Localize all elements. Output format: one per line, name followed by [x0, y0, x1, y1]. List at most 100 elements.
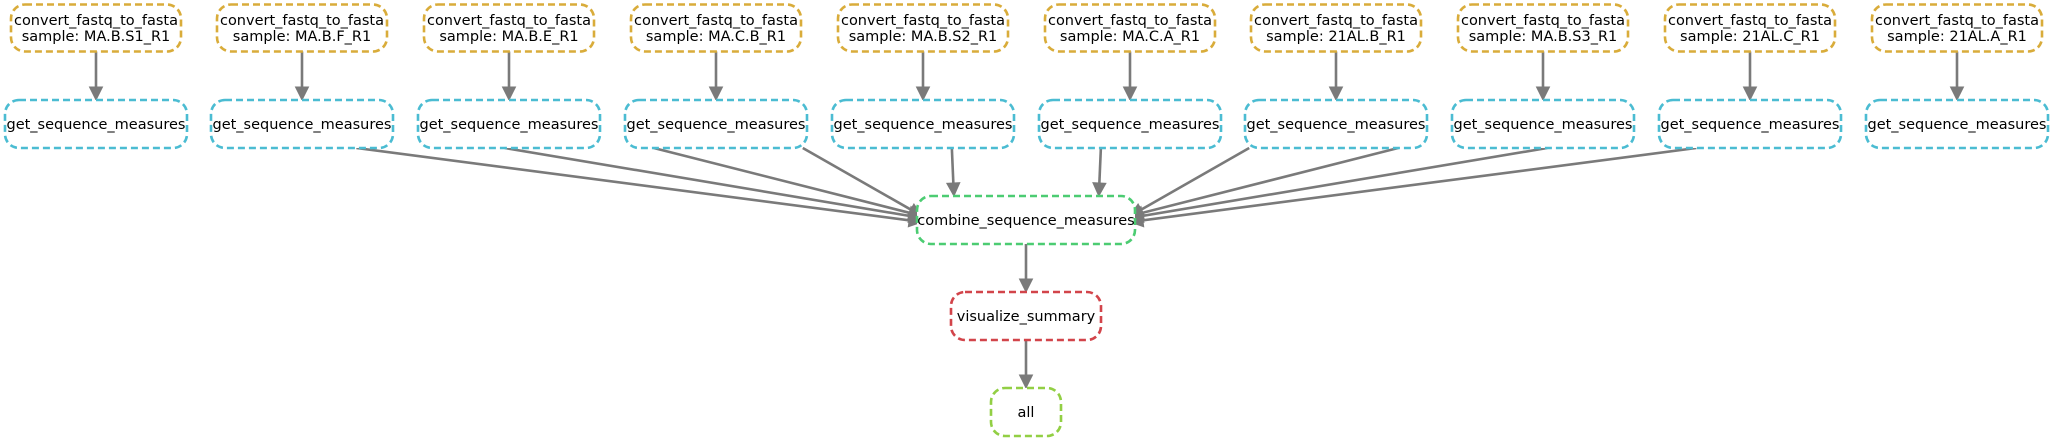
combine-node-box [915, 194, 1137, 246]
convert-node-9-rule: convert_fastq_to_fasta [1668, 13, 1832, 29]
convert-node-4-rule: convert_fastq_to_fasta [634, 13, 798, 29]
edge-measure-2-to-combine [504, 146, 924, 224]
convert-node-8-rule: convert_fastq_to_fasta [1461, 13, 1625, 29]
all-node-rule: all [1018, 405, 1035, 421]
measure-node-7: get_sequence_measures [1243, 98, 1429, 150]
measure-node-3-box [416, 98, 602, 150]
measure-node-3: get_sequence_measures [416, 98, 602, 150]
convert-node-10-sample: sample: 21AL.A_R1 [1887, 29, 2027, 45]
measure-node-8-rule: get_sequence_measures [1454, 117, 1633, 133]
edge-convert-8-to-measure [1535, 51, 1551, 102]
arrowhead-icon [1949, 86, 1965, 102]
arrowhead-icon [915, 86, 931, 102]
convert-node-8-sample: sample: MA.B.S3_R1 [1469, 29, 1618, 45]
all-node: all [989, 386, 1063, 438]
convert-node-3-sample: sample: MA.B.E_R1 [439, 29, 578, 45]
edge-measure-8-to-combine [1128, 146, 1399, 220]
arrowhead-icon [294, 86, 310, 102]
measure-node-9-rule: get_sequence_measures [1661, 117, 1840, 133]
edge-convert-6-to-measure [1122, 51, 1138, 102]
measure-node-8: get_sequence_measures [1450, 98, 1636, 150]
edge-measure-1-to-combine [356, 146, 924, 228]
edge-measure-7-to-combine [1129, 146, 1250, 217]
edge-convert-9-to-measure [1742, 51, 1758, 102]
convert-node-1-box [9, 3, 183, 53]
edge-measure-10-to-combine [1128, 146, 1697, 228]
convert-node-2-sample: sample: MA.B.F_R1 [233, 29, 371, 45]
arrowhead-icon [1122, 86, 1138, 102]
measure-node-4-rule: get_sequence_measures [627, 117, 806, 133]
measure-node-5: get_sequence_measures [830, 98, 1016, 150]
arrowhead-icon [1092, 182, 1107, 198]
arrowhead-icon [1742, 86, 1758, 102]
convert-node-4-sample: sample: MA.C.B_R1 [646, 29, 786, 45]
measure-node-5-rule: get_sequence_measures [834, 117, 1013, 133]
measure-node-1-box [3, 98, 189, 150]
measure-node-5-box [830, 98, 1016, 150]
edge-convert-5-to-measure [915, 51, 931, 102]
edge-measure-3-to-combine-line [653, 146, 910, 215]
edge-measure-7-to-combine-line [1140, 146, 1250, 211]
convert-node-1-rule: convert_fastq_to_fasta [14, 13, 178, 29]
edge-convert-2-to-measure [294, 51, 310, 102]
convert-node-10-box [1870, 3, 2044, 53]
convert-node-7-rule: convert_fastq_to_fasta [1254, 13, 1418, 29]
measure-node-3-rule: get_sequence_measures [420, 117, 599, 133]
convert-node-4-box [629, 3, 803, 53]
edge-measure-6-to-combine [1092, 147, 1107, 198]
measure-node-10-rule: get_sequence_measures [1868, 117, 2047, 133]
arrowhead-icon [945, 182, 961, 198]
convert-node-9-box [1663, 3, 1837, 53]
measure-node-7-box [1243, 98, 1429, 150]
measure-node-4-box [623, 98, 809, 150]
visualize-node-rule: visualize_summary [957, 309, 1096, 325]
measure-node-8-box [1450, 98, 1636, 150]
combine-node: combine_sequence_measures [915, 194, 1137, 246]
edge-measure-4-to-combine-line [802, 146, 912, 211]
convert-node-2-rule: convert_fastq_to_fasta [220, 13, 384, 29]
arrowhead-icon [708, 86, 724, 102]
measure-node-10: get_sequence_measures [1864, 98, 2050, 150]
edge-measure-1-to-combine-line [356, 146, 910, 222]
measure-node-1: get_sequence_measures [3, 98, 189, 150]
edge-visualize-to-all [1018, 340, 1034, 390]
measure-node-6-rule: get_sequence_measures [1041, 117, 1220, 133]
edge-convert-4-to-measure [708, 51, 724, 102]
measure-node-6-box [1037, 98, 1223, 150]
edge-convert-1-to-measure [88, 51, 104, 102]
edge-measure-4-to-combine [802, 146, 923, 217]
arrowhead-icon [1535, 86, 1551, 102]
convert-node-2-box [215, 3, 389, 53]
convert-node-3-rule: convert_fastq_to_fasta [427, 13, 591, 29]
measure-node-1-rule: get_sequence_measures [7, 117, 186, 133]
edge-measure-5-to-combine [945, 147, 961, 198]
edge-convert-3-to-measure [501, 51, 517, 102]
convert-node-8-box [1456, 3, 1630, 53]
arrowhead-icon [501, 86, 517, 102]
arrowhead-icon [88, 86, 104, 102]
arrowhead-icon [1128, 213, 1145, 228]
measure-node-2-rule: get_sequence_measures [213, 117, 392, 133]
convert-node-7-box [1249, 3, 1423, 53]
edge-measure-9-to-combine-line [1142, 146, 1548, 218]
convert-node-3-box [422, 3, 596, 53]
arrowhead-icon [1328, 86, 1344, 102]
edge-measure-3-to-combine [653, 146, 924, 220]
arrowhead-icon [1018, 374, 1034, 390]
convert-node-6-sample: sample: MA.C.A_R1 [1060, 29, 1200, 45]
measure-node-9-box [1657, 98, 1843, 150]
visualize-node: visualize_summary [949, 290, 1103, 342]
measure-node-2: get_sequence_measures [209, 98, 395, 150]
measure-node-9: get_sequence_measures [1657, 98, 1843, 150]
convert-node-5-rule: convert_fastq_to_fasta [841, 13, 1005, 29]
edge-measure-5-to-combine-line [950, 147, 955, 184]
